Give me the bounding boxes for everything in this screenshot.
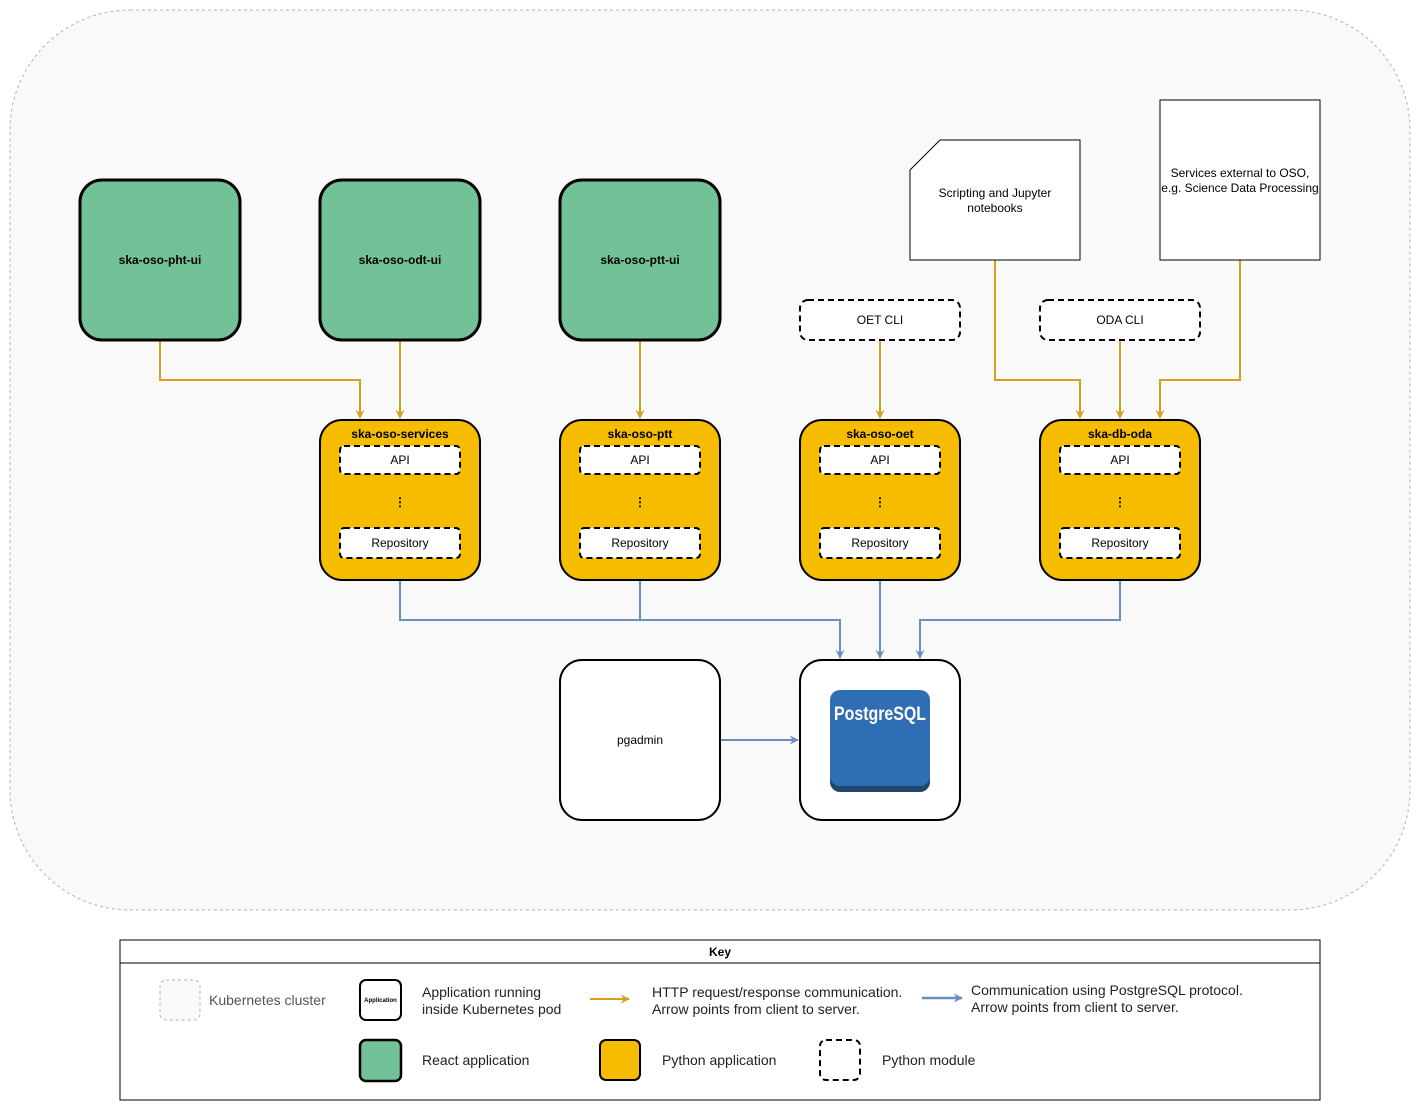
oet-api-module[interactable]: API bbox=[819, 445, 941, 475]
oda-api-label: API bbox=[1110, 453, 1129, 467]
oet-title: ska-oso-oet bbox=[846, 427, 913, 441]
react-app-odt-label: ska-oso-odt-ui bbox=[359, 253, 442, 267]
python-app-ptt[interactable]: ska-oso-ptt API ⋮ Repository bbox=[559, 419, 721, 581]
legend-title: Key bbox=[709, 945, 731, 959]
scripting-label-line1: Scripting and Jupyter bbox=[939, 186, 1052, 200]
react-app-ptt-label: ska-oso-ptt-ui bbox=[600, 253, 679, 267]
oda-repository-label: Repository bbox=[1091, 536, 1148, 550]
legend-cluster-swatch bbox=[159, 979, 201, 1021]
ptt-api-module[interactable]: API bbox=[579, 445, 701, 475]
oet-repository-label: Repository bbox=[851, 536, 908, 550]
python-app-oda[interactable]: ska-db-oda API ⋮ Repository bbox=[1039, 419, 1201, 581]
ptt-title: ska-oso-ptt bbox=[608, 427, 673, 441]
oet-cli-module[interactable]: OET CLI bbox=[799, 299, 961, 341]
pg-arrow-services-repo bbox=[399, 558, 845, 659]
oet-ellipsis: ⋮ bbox=[874, 495, 886, 509]
external-services-line2: e.g. Science Data Processing bbox=[1161, 181, 1318, 195]
http-connectors bbox=[159, 260, 1241, 419]
oet-cli-label: OET CLI bbox=[857, 313, 903, 327]
oda-cli-label: ODA CLI bbox=[1096, 313, 1143, 327]
http-arrow-scripting-to-oda bbox=[994, 260, 1085, 419]
ptt-ellipsis: ⋮ bbox=[634, 495, 646, 509]
services-repository-module[interactable]: Repository bbox=[339, 527, 461, 559]
external-services-line1: Services external to OSO, bbox=[1171, 166, 1310, 180]
services-api-label: API bbox=[390, 453, 409, 467]
scripting-label-line2: notebooks bbox=[967, 201, 1022, 215]
legend-python-module-swatch bbox=[819, 1039, 861, 1081]
external-services-node[interactable]: Services external to OSO, e.g. Science D… bbox=[1159, 99, 1321, 261]
legend-python-app-label: Python application bbox=[662, 1052, 776, 1068]
legend-app-label-line1: Application running bbox=[422, 984, 541, 1000]
python-app-services[interactable]: ska-oso-services API ⋮ Repository bbox=[319, 419, 481, 581]
scripting-notebooks-node[interactable]: Scripting and Jupyter notebooks bbox=[909, 139, 1081, 261]
oda-ellipsis: ⋮ bbox=[1114, 495, 1126, 509]
legend-pg-label-line2: Arrow points from client to server. bbox=[971, 999, 1179, 1015]
react-app-pht-label: ska-oso-pht-ui bbox=[119, 253, 202, 267]
http-arrow-external-to-oda bbox=[1155, 260, 1241, 419]
legend-react-label: React application bbox=[422, 1052, 529, 1068]
oda-cli-module[interactable]: ODA CLI bbox=[1039, 299, 1201, 341]
react-app-odt[interactable]: ska-oso-odt-ui bbox=[318, 178, 482, 342]
services-title: ska-oso-services bbox=[351, 427, 449, 441]
react-app-ptt[interactable]: ska-oso-ptt-ui bbox=[558, 178, 722, 342]
pgadmin-label: pgadmin bbox=[617, 733, 663, 747]
pg-arrow-oda-repo bbox=[915, 558, 1121, 659]
postgresql-app[interactable]: PostgreSQL bbox=[799, 659, 961, 821]
legend-app-label-line2: inside Kubernetes pod bbox=[422, 1001, 561, 1017]
oda-title: ska-db-oda bbox=[1088, 427, 1152, 441]
oda-api-module[interactable]: API bbox=[1059, 445, 1181, 475]
ptt-repository-label: Repository bbox=[611, 536, 668, 550]
pg-connectors bbox=[399, 558, 1121, 745]
legend-app-swatch-text: Application bbox=[364, 998, 397, 1004]
legend-http-label-line1: HTTP request/response communication. bbox=[652, 984, 902, 1000]
legend-cluster-label: Kubernetes cluster bbox=[209, 992, 326, 1008]
python-app-oet[interactable]: ska-oso-oet API ⋮ Repository bbox=[799, 419, 961, 581]
pgadmin-app[interactable]: pgadmin bbox=[559, 659, 721, 821]
oet-repository-module[interactable]: Repository bbox=[819, 527, 941, 559]
services-ellipsis: ⋮ bbox=[394, 495, 406, 509]
http-arrow-pht-to-services bbox=[159, 340, 365, 419]
services-repository-label: Repository bbox=[371, 536, 428, 550]
legend-pg-label-line1: Communication using PostgreSQL protocol. bbox=[971, 982, 1243, 998]
oet-api-label: API bbox=[870, 453, 889, 467]
services-api-module[interactable]: API bbox=[339, 445, 461, 475]
ptt-repository-module[interactable]: Repository bbox=[579, 527, 701, 559]
oda-repository-module[interactable]: Repository bbox=[1059, 527, 1181, 559]
ptt-api-label: API bbox=[630, 453, 649, 467]
legend-python-module-label: Python module bbox=[882, 1052, 976, 1068]
legend-react-swatch bbox=[358, 1038, 403, 1083]
postgresql-logo: PostgreSQL bbox=[830, 690, 930, 792]
legend-python-app-swatch bbox=[599, 1039, 641, 1081]
legend-http-label-line2: Arrow points from client to server. bbox=[652, 1001, 860, 1017]
legend-app-swatch bbox=[359, 979, 402, 1021]
legend: Key Kubernetes cluster Application Appli… bbox=[119, 939, 1321, 1101]
postgresql-logo-text: PostgreSQL bbox=[834, 704, 926, 725]
react-app-pht[interactable]: ska-oso-pht-ui bbox=[78, 178, 242, 342]
